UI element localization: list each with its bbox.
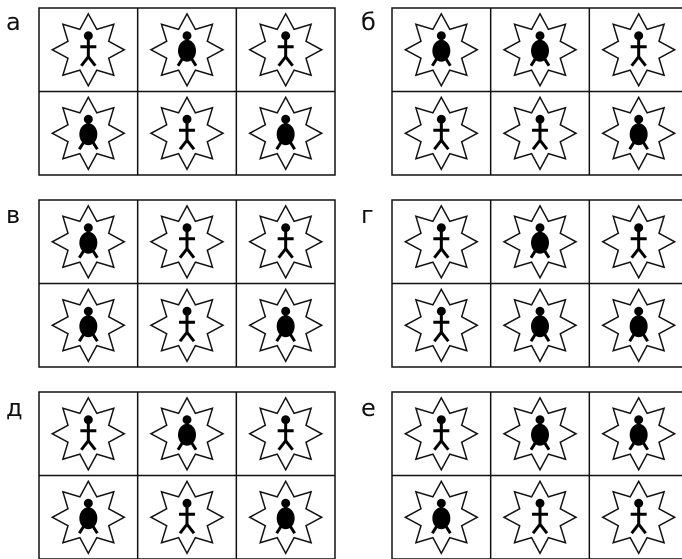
round-body-figure-icon <box>628 306 649 343</box>
grid-cell <box>149 95 225 171</box>
grid-cell <box>403 396 479 472</box>
grid-cell <box>149 12 225 88</box>
stick-figure-icon <box>277 31 294 67</box>
panel-a <box>38 7 336 176</box>
grid-cell <box>248 479 324 555</box>
grid-cell <box>502 95 578 171</box>
grid-cell <box>149 204 225 280</box>
round-body-figure-icon <box>628 415 649 451</box>
panel-label-d: д <box>6 394 23 422</box>
stick-figure-icon <box>433 415 450 451</box>
round-body-figure-icon <box>78 114 99 151</box>
stick-figure-icon <box>433 306 450 343</box>
grid-cell <box>403 204 479 280</box>
grid-cell <box>601 95 677 171</box>
panel-label-g: г <box>361 201 374 229</box>
grid-cell <box>601 204 677 280</box>
round-body-figure-icon <box>431 31 452 67</box>
grid-cell <box>149 479 225 555</box>
grid-cell <box>601 396 677 472</box>
round-body-figure-icon <box>275 306 296 343</box>
grid-cell <box>248 396 324 472</box>
round-body-figure-icon <box>275 498 296 535</box>
panel-label-a: а <box>6 8 21 36</box>
stick-figure-icon <box>433 223 450 259</box>
stick-figure-icon <box>433 114 450 151</box>
grid-cell <box>403 12 479 88</box>
round-body-figure-icon <box>529 223 551 259</box>
round-body-figure-icon <box>529 415 551 451</box>
grid-cell <box>50 204 126 280</box>
round-body-figure-icon <box>529 306 551 343</box>
grid-cell <box>248 204 324 280</box>
panel-e <box>391 391 682 559</box>
stick-figure-icon <box>80 31 97 67</box>
stick-figure-icon <box>178 223 196 259</box>
round-body-figure-icon <box>529 31 551 67</box>
panel-grid <box>38 391 336 559</box>
grid-cell <box>601 12 677 88</box>
grid-cell <box>248 287 324 363</box>
panel-label-v: в <box>6 201 21 229</box>
grid-cell <box>502 12 578 88</box>
stick-figure-icon <box>178 306 196 343</box>
panel-g <box>391 199 682 368</box>
grid-cell <box>149 396 225 472</box>
grid-cell <box>50 396 126 472</box>
panel-grid <box>391 391 682 559</box>
panel-grid <box>38 199 336 368</box>
round-body-figure-icon <box>78 223 99 259</box>
stick-figure-icon <box>630 498 647 535</box>
grid-cell <box>502 479 578 555</box>
grid-cell <box>248 12 324 88</box>
panel-b <box>391 7 682 176</box>
panel-grid <box>38 7 336 176</box>
grid-cell <box>403 287 479 363</box>
stick-figure-icon <box>178 498 196 535</box>
grid-cell <box>149 287 225 363</box>
round-body-figure-icon <box>176 31 198 67</box>
stick-figure-icon <box>277 415 294 451</box>
panel-grid <box>391 199 682 368</box>
stick-figure-icon <box>80 415 97 451</box>
grid-cell <box>50 12 126 88</box>
round-body-figure-icon <box>628 114 649 151</box>
round-body-figure-icon <box>78 498 99 535</box>
grid-cell <box>502 396 578 472</box>
round-body-figure-icon <box>176 415 198 451</box>
round-body-figure-icon <box>431 498 452 535</box>
stick-figure-icon <box>277 223 294 259</box>
panel-label-e: е <box>361 394 376 422</box>
grid-cell <box>601 287 677 363</box>
stick-figure-icon <box>531 498 549 535</box>
grid-cell <box>601 479 677 555</box>
round-body-figure-icon <box>78 306 99 343</box>
grid-cell <box>502 287 578 363</box>
stick-figure-icon <box>630 31 647 67</box>
stick-figure-icon <box>531 114 549 151</box>
panel-d <box>38 391 336 559</box>
panel-grid <box>391 7 682 176</box>
grid-cell <box>403 95 479 171</box>
grid-cell <box>50 95 126 171</box>
grid-cell <box>50 479 126 555</box>
stick-figure-icon <box>178 114 196 151</box>
panel-label-b: б <box>361 8 376 36</box>
grid-cell <box>248 95 324 171</box>
grid-cell <box>403 479 479 555</box>
grid-cell <box>502 204 578 280</box>
grid-cell <box>50 287 126 363</box>
round-body-figure-icon <box>275 114 296 151</box>
panel-v <box>38 199 336 368</box>
stick-figure-icon <box>630 223 647 259</box>
